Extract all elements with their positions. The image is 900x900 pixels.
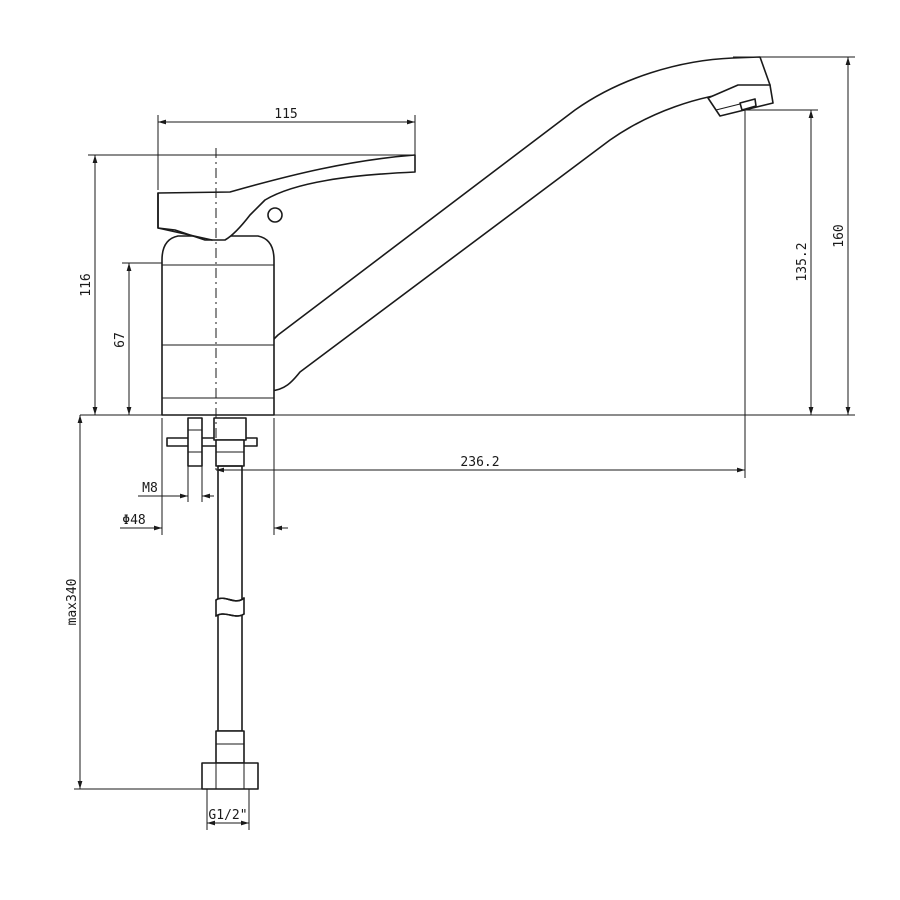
dimensions [74,56,855,830]
connector-nut [201,762,259,790]
stud-bolt [187,417,203,467]
label-spout-reach: 236.2 [460,455,499,470]
label-handle-width: 115 [274,107,297,122]
label-total-height: 116 [79,273,94,296]
spout [259,56,771,392]
label-spout-height: 135.2 [795,242,810,281]
hose-nut-top [213,417,247,441]
faucet-outline [80,56,855,790]
label-hose-length: max340 [65,579,80,626]
mounting-washer [166,437,258,447]
label-base-diameter: Φ48 [122,513,145,528]
label-body-height: 67 [113,332,128,348]
pivot-pin [267,207,283,223]
dimension-labels: 115 116 67 236.2 135.2 160 M8 Φ48 max340… [65,107,847,823]
faucet-body [161,235,275,416]
lever-handle [157,154,416,241]
label-bolt-thread: M8 [142,481,158,496]
label-hose-connector: G1/2" [208,808,247,823]
label-overall-height: 160 [832,224,847,247]
